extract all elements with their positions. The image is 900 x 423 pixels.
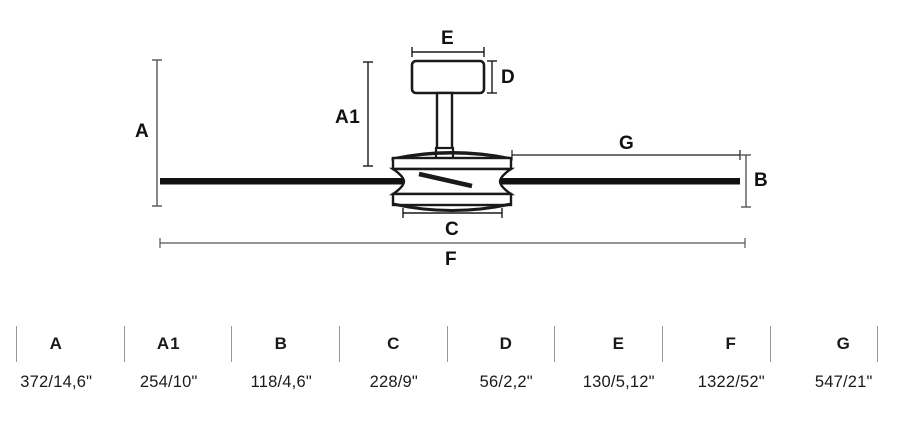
dimension-line-E [411, 47, 485, 57]
table-separator [770, 326, 771, 362]
table-header-cell: D [450, 322, 563, 366]
dimension-line-F [159, 238, 746, 248]
table-header-label: B [274, 334, 288, 353]
table-value-cell: 372/14,6" [0, 362, 113, 402]
table-value-cell: 228/9" [338, 362, 451, 402]
dimension-table: A A1 B C D E F G [0, 300, 900, 423]
table-separator [16, 326, 17, 362]
dimension-label-F: F [445, 249, 458, 270]
table-value-text: 130/5,12" [582, 372, 655, 391]
table-value-cell: 56/2,2" [450, 362, 563, 402]
dimension-line-C [402, 208, 503, 218]
table-header-label: G [836, 334, 851, 353]
table-header-cell: A [0, 322, 113, 366]
table-separator [662, 326, 663, 362]
table-value-text: 56/2,2" [479, 372, 533, 391]
dimension-line-D [487, 60, 497, 94]
table-header-cell: G [788, 322, 900, 366]
dimension-label-G: G [619, 133, 635, 154]
dimension-label-C: C [445, 219, 460, 240]
table-separator [877, 326, 878, 362]
table-header-label: D [499, 334, 513, 353]
table-values-row: 372/14,6" 254/10" 118/4,6" 228/9" 56/2,2… [0, 362, 900, 402]
dimension-line-G [511, 150, 741, 160]
dimension-label-B: B [754, 170, 769, 191]
table-value-cell: 547/21" [788, 362, 900, 402]
table-value-cell: 130/5,12" [563, 362, 676, 402]
canopy-housing [410, 59, 486, 95]
table-value-cell: 254/10" [113, 362, 226, 402]
table-value-text: 1322/52" [697, 372, 765, 391]
table-value-text: 372/14,6" [20, 372, 93, 391]
fan-technical-drawing: A A1 B C D E F G [135, 28, 769, 270]
table-header-label: F [725, 334, 737, 353]
table-value-text: 118/4,6" [250, 372, 312, 391]
table-header-label: C [387, 334, 401, 353]
table-separator [447, 326, 448, 362]
table-header-label: E [612, 334, 625, 353]
table-value-text: 228/9" [369, 372, 418, 391]
table-separator [554, 326, 555, 362]
fan-drawing-svg [152, 47, 751, 248]
dimension-label-A1: A1 [335, 107, 361, 128]
table-header-label: A1 [156, 334, 181, 353]
table-header-cell: C [338, 322, 451, 366]
motor-housing [388, 151, 516, 212]
table-value-cell: 118/4,6" [225, 362, 338, 402]
dimension-line-A1 [363, 61, 373, 167]
dimension-label-D: D [501, 67, 516, 88]
table-separator [339, 326, 340, 362]
table-separator [231, 326, 232, 362]
table-header-cell: B [225, 322, 338, 366]
table-value-text: 254/10" [139, 372, 198, 391]
table-value-cell: 1322/52" [675, 362, 788, 402]
dimension-line-B [741, 154, 751, 208]
table-header-cell: E [563, 322, 676, 366]
table-header-label: A [49, 334, 63, 353]
dimension-line-A [152, 59, 162, 207]
table-value-text: 547/21" [814, 372, 873, 391]
table-header-row: A A1 B C D E F G [0, 322, 900, 366]
table-header-cell: A1 [113, 322, 226, 366]
downrod [434, 91, 455, 162]
table-header-cell: F [675, 322, 788, 366]
dimension-label-A: A [135, 121, 150, 142]
table-separator [124, 326, 125, 362]
dimension-label-E: E [441, 28, 455, 49]
